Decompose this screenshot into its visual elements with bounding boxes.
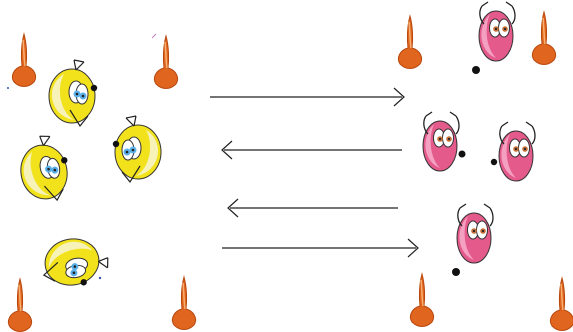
stray-dot bbox=[7, 87, 9, 89]
yellow-face-icon bbox=[37, 232, 113, 293]
stray-mark bbox=[151, 33, 157, 39]
pink-face-icon bbox=[422, 111, 460, 172]
flame-icon bbox=[549, 277, 573, 332]
flame-icon bbox=[153, 35, 179, 90]
dot-icon bbox=[452, 268, 460, 276]
arrow-right-icon bbox=[222, 238, 419, 258]
flame-icon bbox=[171, 276, 197, 331]
stray-dot bbox=[98, 276, 102, 280]
flame-icon bbox=[409, 273, 435, 328]
pink-face-icon bbox=[498, 121, 536, 182]
dot-icon bbox=[490, 158, 498, 166]
arrow-right-icon bbox=[210, 87, 405, 107]
pink-face-icon bbox=[456, 203, 494, 264]
pink-face-icon bbox=[478, 1, 516, 62]
yellow-face-icon bbox=[112, 115, 162, 183]
flame-icon bbox=[531, 11, 557, 66]
yellow-face-icon bbox=[48, 59, 98, 127]
flame-icon bbox=[397, 15, 423, 70]
arrow-left-icon bbox=[221, 140, 402, 160]
dot-icon bbox=[472, 66, 480, 74]
yellow-face-icon bbox=[14, 131, 75, 207]
flame-icon bbox=[7, 278, 33, 332]
dot-icon bbox=[458, 150, 466, 158]
flame-icon bbox=[11, 33, 37, 88]
arrow-left-icon bbox=[227, 198, 398, 218]
